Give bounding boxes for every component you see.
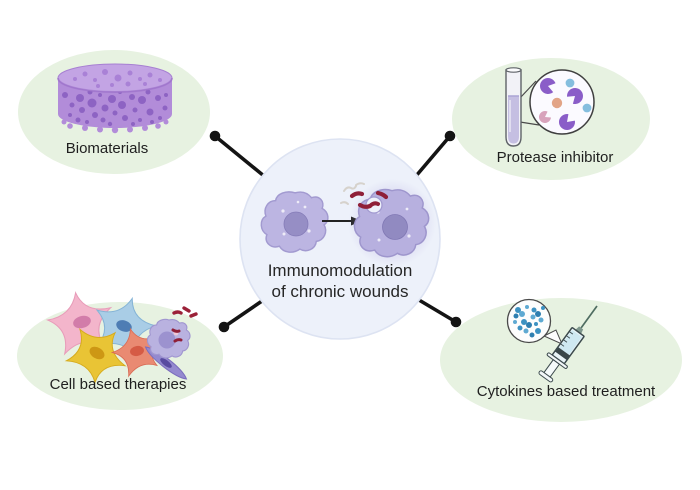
scaffold-top-pores bbox=[73, 69, 162, 88]
fibroblast-pink-icon bbox=[44, 287, 117, 357]
connector-dot-bottom-right bbox=[450, 316, 462, 328]
cytokine-dots bbox=[513, 305, 545, 338]
magnifier-cone-line bbox=[519, 121, 540, 126]
biomaterial-scaffold-icon bbox=[57, 63, 173, 134]
syringe-hub bbox=[575, 326, 584, 334]
scaffold-pores bbox=[62, 89, 168, 127]
inhibitor-molecule-icon bbox=[565, 78, 575, 88]
connector-line-bottom-right bbox=[417, 298, 458, 324]
center-title-line1: Immunomodulation bbox=[268, 261, 413, 280]
syringe-plunger-cap bbox=[538, 370, 554, 383]
syringe-liquid bbox=[559, 329, 582, 355]
connector-dot-bottom-left bbox=[218, 321, 230, 333]
node-label-cell-therapies: Cell based therapies bbox=[50, 376, 187, 393]
stem-cell-yellow-icon bbox=[57, 313, 138, 393]
connector-dot-top-right bbox=[444, 130, 456, 142]
connector-dot-top-left bbox=[209, 130, 221, 142]
macrophage-icon bbox=[260, 191, 329, 253]
node-label-cytokines: Cytokines based treatment bbox=[477, 383, 656, 400]
connector-line-top-right bbox=[414, 134, 452, 178]
spindle-cell-icon bbox=[142, 342, 190, 384]
magnifier-pointer bbox=[542, 329, 563, 345]
node-label-biomaterials: Biomaterials bbox=[66, 140, 149, 157]
magnifier-cone-line bbox=[519, 80, 537, 99]
center-title-line2: of chronic wounds bbox=[271, 282, 408, 301]
scaffold-bottom-bumps bbox=[61, 119, 169, 134]
connector-dots bbox=[209, 130, 462, 333]
debris-squiggles-icon bbox=[340, 182, 365, 205]
test-tube-icon bbox=[505, 67, 540, 147]
cell-based-therapies-icon bbox=[44, 287, 198, 393]
inhibitor-molecule-icon bbox=[551, 97, 563, 109]
node-label-protease-inhibitor: Protease inhibitor bbox=[497, 149, 614, 166]
bacteria-icon bbox=[349, 190, 389, 209]
test-tube-liquid bbox=[508, 96, 519, 144]
connector-line-top-left bbox=[213, 134, 266, 178]
fibroblast-blue-icon bbox=[85, 288, 163, 362]
cytokines-magnified-view-icon bbox=[506, 298, 563, 345]
connector-line-bottom-left bbox=[222, 299, 264, 329]
bacteria-fragments-icon bbox=[172, 306, 198, 318]
connector-lines bbox=[213, 134, 458, 329]
syringe-icon bbox=[538, 305, 598, 383]
test-tube-opening bbox=[505, 67, 522, 73]
syringe-plunger-seal bbox=[555, 347, 570, 360]
cell-salmon-icon bbox=[106, 321, 168, 380]
macrophage-small-icon bbox=[146, 318, 191, 359]
syringe-needle bbox=[580, 305, 598, 329]
inhibitor-molecule-icon bbox=[582, 103, 592, 113]
syringe-scale-ticks bbox=[560, 331, 574, 347]
protease-magnified-view-icon bbox=[529, 69, 595, 135]
